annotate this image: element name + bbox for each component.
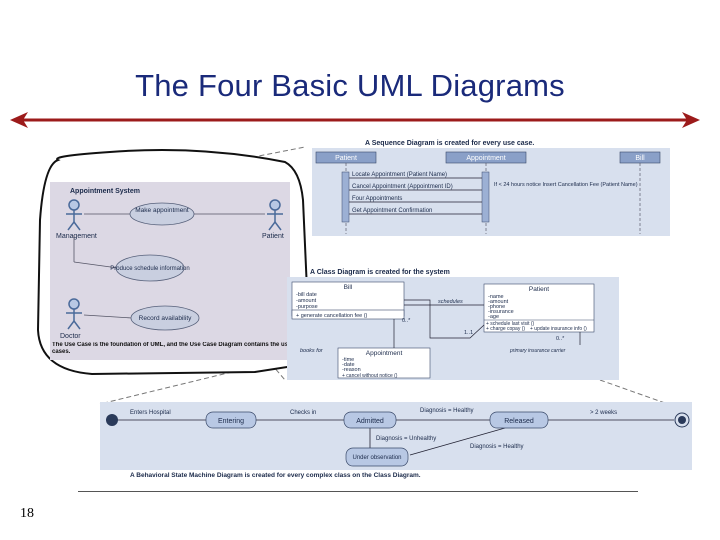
appt-attr-time: -time — [342, 357, 354, 363]
patient-attr-phone: -phone — [488, 304, 505, 310]
appt-method: + cancel without notice () — [342, 373, 398, 379]
initial-state-dot — [106, 414, 118, 426]
sequence-header: A Sequence Diagram is created for every … — [365, 140, 534, 147]
state-admitted — [343, 411, 397, 429]
transition-checks-in: Checks in — [290, 410, 316, 416]
class-header: A Class Diagram is created for the syste… — [310, 269, 450, 276]
message-confirm: Get Appointment Confirmation — [352, 208, 432, 214]
use-case-make-appointment — [129, 202, 195, 226]
patient-method-1: + schedule last visit () — [486, 321, 535, 327]
assoc-insurance: primary insurance carrier — [509, 348, 566, 354]
class-patient-name: Patient — [529, 286, 549, 293]
patient-attr-amount: -amount — [488, 299, 509, 305]
use-case-produce-schedule — [115, 254, 185, 282]
patient-attr-name: -name — [488, 294, 504, 300]
sequence-note: If < 24 hours notice Insert Cancellation… — [494, 182, 638, 188]
state-admitted-label: Admitted — [356, 418, 384, 425]
patient-attr-insurance: -insurance — [488, 309, 514, 315]
footer-rule — [78, 491, 638, 492]
state-entering-label: Entering — [218, 418, 244, 425]
bill-method: + generate cancellation fee () — [296, 313, 368, 319]
transition-unhealthy: Diagnosis = Unhealthy — [376, 436, 436, 442]
use-case-system-label: Appointment System — [70, 188, 140, 195]
use-case-make-appointment-label: Make appointment — [135, 207, 189, 214]
transition-two-weeks: > 2 weeks — [590, 410, 617, 416]
assoc-mult-2: 1..1 — [464, 330, 473, 336]
transition-healthy-1: Diagnosis = Healthy — [420, 408, 474, 414]
message-cancel: Cancel Appointment (Appointment ID) — [352, 184, 453, 190]
class-bill-name: Bill — [344, 284, 353, 291]
actor-management — [66, 199, 82, 231]
use-case-caption: The Use Case is the foundation of UML, a… — [52, 342, 292, 355]
patient-method-2: + charge copay () — [486, 326, 525, 332]
slide-title: The Four Basic UML Diagrams — [135, 68, 565, 103]
patient-method-3: + update insurance info () — [530, 326, 587, 332]
assoc-books-for: books for — [300, 348, 324, 354]
appt-attr-reason: -reason — [342, 367, 361, 373]
lifeline-appointment: Appointment — [466, 155, 505, 162]
state-released — [489, 411, 549, 429]
class-appointment-name: Appointment — [366, 350, 403, 357]
class-appointment — [337, 347, 431, 379]
class-panel: A Class Diagram is created for the syste… — [287, 269, 619, 380]
sequence-panel: A Sequence Diagram is created for every … — [312, 140, 670, 236]
use-case-produce-schedule-label: Produce schedule information — [110, 266, 189, 272]
actor-management-label: Management — [56, 233, 97, 240]
message-locate: Locate Appointment (Patient Name) — [352, 172, 447, 178]
lifeline-bill: Bill — [635, 155, 645, 162]
use-case-record-availability — [130, 305, 200, 331]
use-case-panel: Appointment System Management Patient Do… — [36, 148, 309, 376]
state-released-label: Released — [504, 418, 534, 425]
state-entering — [205, 411, 257, 429]
actor-patient — [267, 199, 283, 231]
final-state-outer — [674, 412, 690, 428]
actor-patient-label: Patient — [262, 233, 284, 240]
actor-doctor-label: Doctor — [60, 333, 81, 340]
lifeline-patient: Patient — [335, 155, 357, 162]
actor-doctor — [66, 298, 82, 330]
use-case-record-availability-label: Record availability — [139, 315, 192, 322]
bill-attr-purpose: -purpose — [296, 304, 318, 310]
transition-healthy-2: Diagnosis = Healthy — [470, 444, 524, 450]
state-under-observation-label: Under observation — [352, 455, 401, 461]
class-patient — [483, 283, 595, 333]
bill-attr-date: -bill date — [296, 292, 317, 298]
state-panel: Entering Admitted Released Under observa… — [100, 402, 692, 479]
assoc-mult-3: 0..* — [556, 336, 565, 342]
final-state-dot — [678, 416, 686, 424]
title-underline-arrow — [10, 112, 700, 128]
state-under-observation — [345, 447, 409, 467]
appt-attr-date: -date — [342, 362, 355, 368]
assoc-schedules: schedules — [438, 299, 463, 305]
bill-attr-amount: -amount — [296, 298, 317, 304]
transition-enters-hospital: Enters Hospital — [130, 410, 171, 416]
page-number: 18 — [20, 506, 34, 521]
assoc-mult-1: 0..* — [402, 318, 411, 324]
state-header: A Behavioral State Machine Diagram is cr… — [130, 472, 421, 479]
patient-attr-age: -age — [488, 314, 499, 320]
message-four: Four Appointments — [352, 196, 402, 202]
